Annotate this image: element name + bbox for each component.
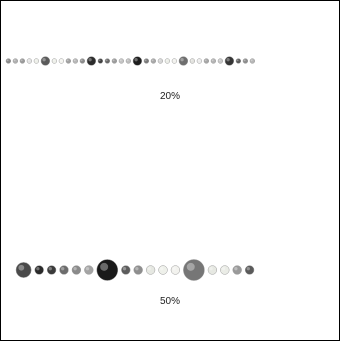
swatch-30 <box>224 56 235 66</box>
swatch-23 <box>171 58 178 64</box>
swatch-27 <box>203 58 210 64</box>
swatch-22 <box>164 58 171 64</box>
swatch-15 <box>111 58 118 64</box>
swatch-25 <box>189 58 196 64</box>
swatch-strip-20-graphic <box>5 56 256 66</box>
swatch-10 <box>72 58 79 64</box>
swatch-8 <box>121 265 131 275</box>
swatch-2 <box>12 58 19 64</box>
swatch-4 <box>26 58 33 64</box>
swatch-21 <box>157 58 164 64</box>
swatch-17 <box>244 265 255 275</box>
swatch-16 <box>118 58 125 64</box>
swatch-24 <box>178 56 189 66</box>
swatch-2 <box>34 265 44 275</box>
swatch-29 <box>217 58 224 64</box>
swatch-13 <box>183 259 205 281</box>
swatch-12 <box>170 265 181 275</box>
swatch-12 <box>86 56 97 66</box>
swatch-15 <box>220 265 230 275</box>
swatch-strip-20 <box>1 49 339 73</box>
swatch-1 <box>5 58 12 64</box>
swatch-5 <box>33 58 40 64</box>
swatch-7 <box>51 58 58 64</box>
swatch-17 <box>125 58 132 64</box>
swatch-31 <box>235 58 242 64</box>
swatch-9 <box>133 265 143 275</box>
swatch-28 <box>210 58 217 64</box>
swatch-strip-50 <box>1 255 339 285</box>
swatch-11 <box>79 58 86 64</box>
swatch-32 <box>242 58 249 64</box>
swatch-1 <box>15 262 32 278</box>
swatch-8 <box>58 58 65 64</box>
strip-label-50: 50% <box>159 296 180 307</box>
swatch-10 <box>145 265 156 275</box>
swatch-6 <box>40 56 51 66</box>
strip-label-20: 20% <box>159 91 180 102</box>
swatch-6 <box>84 265 94 275</box>
swatch-19 <box>143 58 150 64</box>
swatch-3 <box>46 265 57 275</box>
swatch-9 <box>65 58 72 64</box>
swatch-16 <box>232 265 242 275</box>
swatch-11 <box>158 265 168 275</box>
swatch-13 <box>97 58 104 64</box>
swatch-33 <box>249 58 256 64</box>
swatch-5 <box>71 265 82 275</box>
swatch-4 <box>59 265 69 275</box>
swatch-14 <box>104 58 111 64</box>
swatch-strip-50-graphic <box>15 259 255 281</box>
swatch-18 <box>132 56 143 66</box>
swatch-3 <box>19 58 26 64</box>
swatch-7 <box>96 259 119 281</box>
swatch-20 <box>150 58 157 64</box>
swatch-26 <box>196 58 203 64</box>
swatch-14 <box>207 265 218 275</box>
